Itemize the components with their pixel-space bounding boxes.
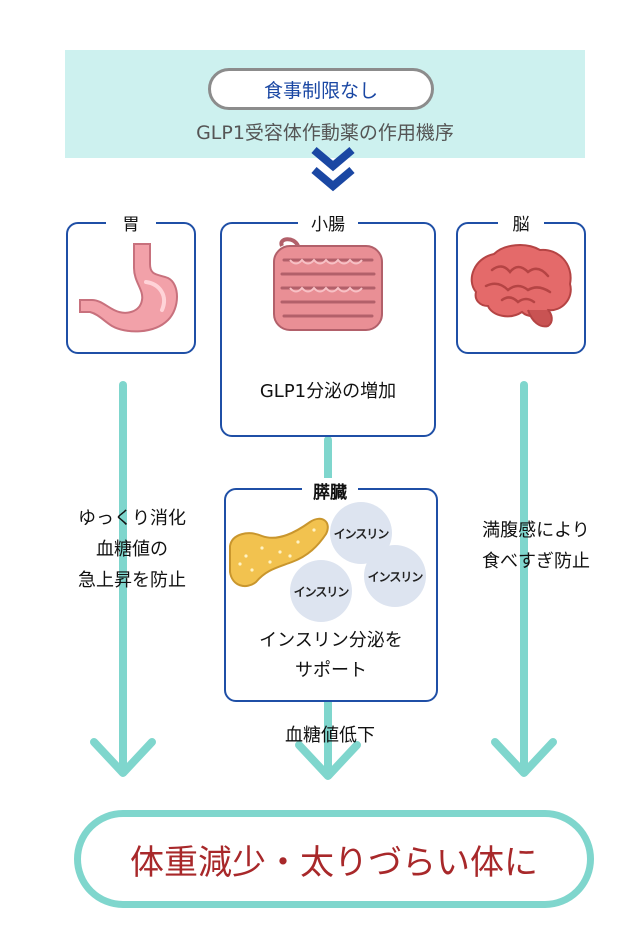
- slow-digestion-line-2: 血糖値の: [96, 539, 168, 560]
- slow-digestion-line-1: ゆっくり消化: [78, 508, 186, 529]
- insulin-support-text: インスリン分泌を サポート: [224, 626, 438, 686]
- insulin-bubble-3: インスリン: [290, 560, 352, 622]
- insulin-bubble-1: インスリン: [330, 502, 392, 564]
- double-chevron-down-icon: [311, 146, 355, 192]
- intestine-icon: [273, 237, 383, 331]
- satiety-line-2: 食べすぎ防止: [482, 551, 590, 572]
- mechanism-subtitle: GLP1受容体作動薬の作用機序: [196, 122, 454, 144]
- insulin-support-line-2: サポート: [295, 660, 367, 681]
- glp1-secretion-text: GLP1分泌の増加: [259, 381, 397, 402]
- blood-sugar-lowering-text: 血糖値低下: [285, 725, 375, 746]
- right-arrow: [491, 381, 557, 777]
- pancreas-icon: [229, 517, 329, 588]
- satiety-text: 満腹感により 食べすぎ防止: [446, 515, 626, 577]
- insulin-bubble-2: インスリン: [364, 545, 426, 607]
- brain-icon: [470, 244, 572, 328]
- left-arrow: [90, 381, 156, 777]
- pancreas-label: 膵臓: [302, 478, 358, 503]
- brain-label: 脳: [498, 210, 544, 235]
- slow-digestion-text: ゆっくり消化 血糖値の 急上昇を防止: [44, 503, 220, 596]
- stomach-label: 胃: [106, 210, 156, 235]
- no-diet-restriction-pill: 食事制限なし: [208, 68, 434, 110]
- stomach-icon: [79, 243, 178, 333]
- intestine-label: 小腸: [298, 210, 358, 235]
- slow-digestion-line-3: 急上昇を防止: [78, 570, 186, 591]
- satiety-line-1: 満腹感により: [482, 520, 590, 541]
- weight-loss-result: 体重減少・太りづらい体に: [74, 810, 594, 908]
- insulin-support-line-1: インスリン分泌を: [259, 630, 403, 651]
